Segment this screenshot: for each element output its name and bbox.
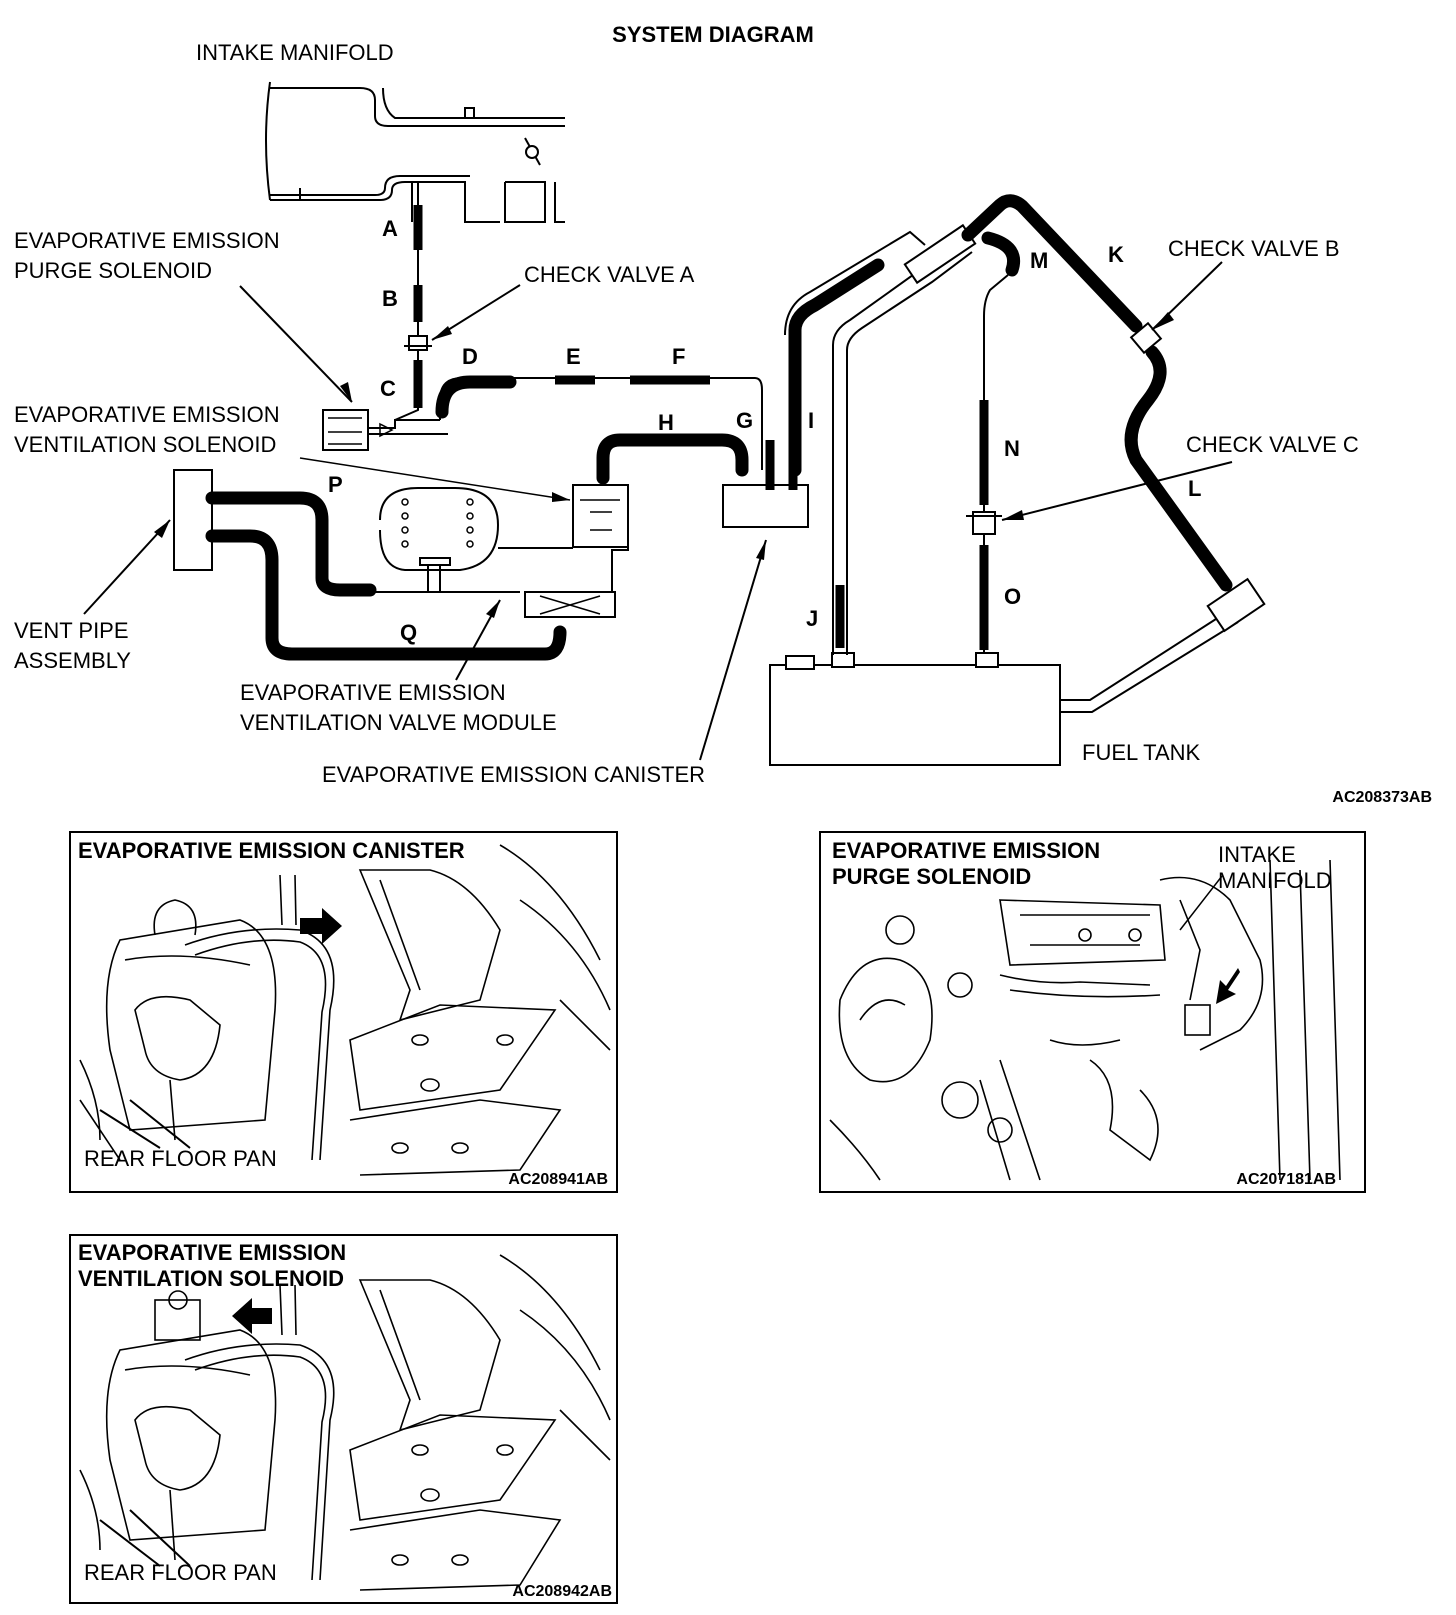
hose-letter-j: J bbox=[806, 606, 818, 631]
label-purge-solenoid-l2: PURGE SOLENOID bbox=[14, 258, 212, 283]
panel-canister-title: EVAPORATIVE EMISSION CANISTER bbox=[78, 838, 465, 863]
panel-canister-code: AC208941AB bbox=[508, 1171, 608, 1188]
label-valve-module-l1: EVAPORATIVE EMISSION bbox=[240, 680, 506, 705]
figure-code: AC208373AB bbox=[1332, 789, 1432, 806]
photo-panel-ventilation-solenoid bbox=[69, 1234, 618, 1604]
panel-ventilation-title-l2: VENTILATION SOLENOID bbox=[78, 1266, 344, 1291]
label-check-valve-c: CHECK VALVE C bbox=[1186, 432, 1359, 457]
hose-letter-a: A bbox=[382, 216, 398, 241]
panel-canister-label: REAR FLOOR PAN bbox=[84, 1146, 277, 1171]
label-vent-pipe-l2: ASSEMBLY bbox=[14, 648, 131, 673]
intake-manifold bbox=[265, 81, 565, 223]
label-intake-manifold: INTAKE MANIFOLD bbox=[196, 40, 394, 65]
panel-purge-title-l2: PURGE SOLENOID bbox=[832, 864, 1031, 889]
hose-letter-e: E bbox=[566, 344, 581, 369]
photo-panel-canister bbox=[69, 831, 618, 1193]
hose-letter-n: N bbox=[1004, 436, 1020, 461]
purge-solenoid bbox=[322, 409, 448, 451]
label-ventilation-solenoid-l2: VENTILATION SOLENOID bbox=[14, 432, 276, 457]
hose-letter-g: G bbox=[736, 408, 753, 433]
photo-panel-purge-solenoid bbox=[819, 831, 1366, 1193]
hose-letter-b: B bbox=[382, 286, 398, 311]
label-canister: EVAPORATIVE EMISSION CANISTER bbox=[322, 762, 705, 787]
diagram-title: SYSTEM DIAGRAM bbox=[612, 22, 814, 47]
label-check-valve-a: CHECK VALVE A bbox=[524, 262, 695, 287]
hose-letter-l: L bbox=[1188, 476, 1201, 501]
panel-purge-title-l1: EVAPORATIVE EMISSION bbox=[832, 838, 1100, 863]
hose-letter-d: D bbox=[462, 344, 478, 369]
label-ventilation-solenoid-l1: EVAPORATIVE EMISSION bbox=[14, 402, 280, 427]
hose-def bbox=[435, 375, 763, 470]
hose-abc bbox=[394, 182, 432, 421]
panel-ventilation-code: AC208942AB bbox=[512, 1583, 612, 1600]
hose-letter-i: I bbox=[808, 408, 814, 433]
panel-purge-code: AC207181AB bbox=[1236, 1171, 1336, 1188]
hose-letter-h: H bbox=[658, 410, 674, 435]
label-fuel-tank: FUEL TANK bbox=[1082, 740, 1201, 765]
panel-purge-label-l1: INTAKE bbox=[1218, 842, 1296, 867]
label-vent-pipe-l1: VENT PIPE bbox=[14, 618, 129, 643]
hose-letter-p: P bbox=[328, 472, 343, 497]
vent-pipe-assembly bbox=[173, 469, 616, 661]
hose-letter-c: C bbox=[380, 376, 396, 401]
hose-letter-k: K bbox=[1108, 242, 1124, 267]
ventilation-solenoid bbox=[525, 484, 629, 609]
fuel-tank-system bbox=[769, 194, 1266, 766]
panel-ventilation-title-l1: EVAPORATIVE EMISSION bbox=[78, 1240, 346, 1265]
label-purge-solenoid-l1: EVAPORATIVE EMISSION bbox=[14, 228, 280, 253]
label-valve-module-l2: VENTILATION VALVE MODULE bbox=[240, 710, 557, 735]
label-check-valve-b: CHECK VALVE B bbox=[1168, 236, 1340, 261]
hose-letter-o: O bbox=[1004, 584, 1021, 609]
hose-letter-m: M bbox=[1030, 248, 1048, 273]
hose-letter-f: F bbox=[672, 344, 685, 369]
panel-ventilation-label: REAR FLOOR PAN bbox=[84, 1560, 277, 1585]
hose-letter-q: Q bbox=[400, 620, 417, 645]
canister bbox=[596, 433, 809, 528]
panel-purge-label-l2: MANIFOLD bbox=[1218, 868, 1332, 893]
